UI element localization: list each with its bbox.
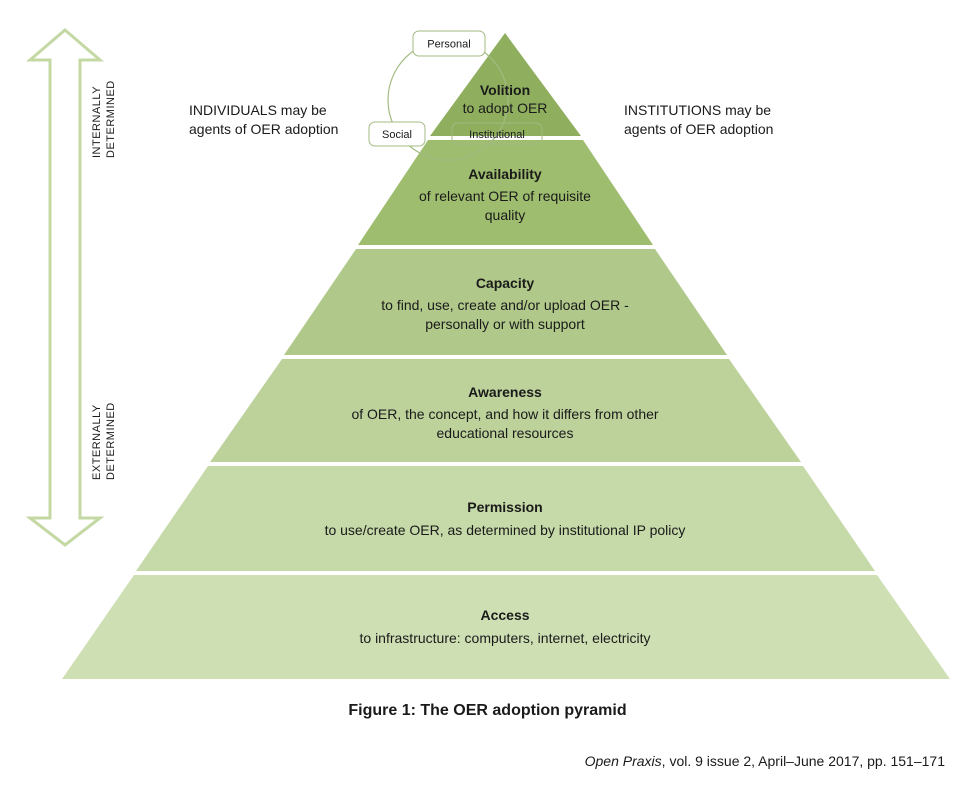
permission-desc: to use/create OER, as determined by inst… (325, 522, 686, 538)
level-availability (358, 140, 653, 245)
capacity-desc-2: personally or with support (425, 316, 585, 332)
double-arrow (25, 28, 105, 547)
volition-title: Volition (480, 82, 530, 98)
institutions-note-1: INSTITUTIONS may be (624, 102, 771, 118)
individuals-note-2: agents of OER adoption (189, 121, 338, 137)
axis-label-external: EXTERNALLY DETERMINED (91, 402, 117, 480)
access-desc: to infrastructure: computers, internet, … (360, 630, 651, 646)
social-box (368, 121, 426, 147)
social-label: Social (382, 129, 412, 141)
awareness-desc-1: of OER, the concept, and how it differs … (351, 406, 658, 422)
figure-caption: Figure 1: The OER adoption pyramid (348, 702, 627, 719)
access-title: Access (480, 607, 529, 623)
axis-top-line1: INTERNALLY (91, 86, 103, 158)
axis-bottom-line2: DETERMINED (105, 402, 117, 480)
citation: Open Praxis, vol. 9 issue 2, April–June … (585, 753, 945, 769)
journal-name: Open Praxis (584, 753, 662, 769)
capacity-title: Capacity (476, 275, 535, 291)
personal-box (412, 30, 486, 57)
awareness-title: Awareness (468, 384, 542, 400)
citation-details: , vol. 9 issue 2, April–June 2017, pp. 1… (661, 753, 945, 769)
capacity-desc-1: to find, use, create and/or upload OER - (381, 297, 629, 313)
availability-title: Availability (468, 166, 542, 182)
permission-title: Permission (467, 499, 542, 515)
axis-top-line2: DETERMINED (105, 80, 117, 158)
institutional-label: Institutional (469, 129, 525, 141)
individuals-note-1: INDIVIDUALS may be (189, 102, 327, 118)
axis-bottom-line1: EXTERNALLY (91, 404, 103, 480)
institutional-box (451, 122, 543, 145)
level-capacity (284, 249, 727, 355)
axis-label-internal: INTERNALLY DETERMINED (91, 80, 117, 158)
institutions-note-2: agents of OER adoption (624, 121, 773, 137)
awareness-desc-2: educational resources (437, 425, 574, 441)
availability-desc-2: quality (485, 207, 525, 223)
level-permission (136, 466, 875, 571)
availability-desc-1: of relevant OER of requisite (419, 188, 591, 204)
level-awareness (210, 359, 801, 462)
personal-label: Personal (427, 39, 470, 51)
level-access (62, 575, 950, 679)
volition-desc: to adopt OER (463, 100, 548, 116)
